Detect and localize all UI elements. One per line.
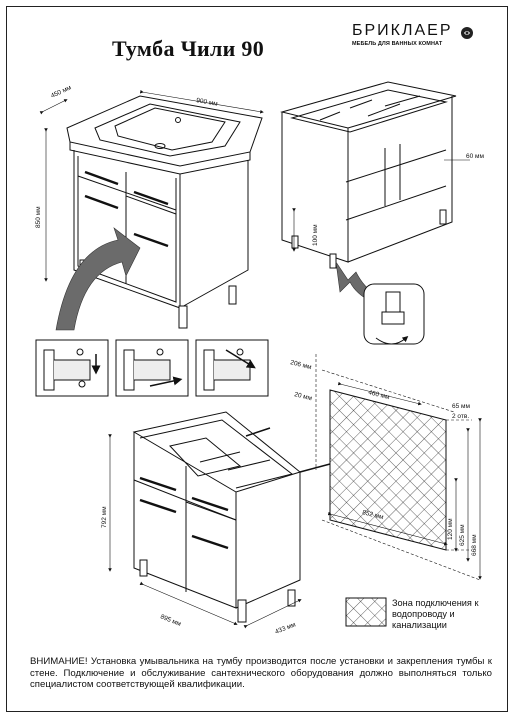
dim-433: 433 мм — [274, 621, 297, 636]
dim-holes-count: 2 отв. — [452, 413, 469, 420]
open-cabinet-drawing — [280, 81, 470, 269]
dim-206: 206 мм — [290, 359, 313, 371]
page-border — [6, 6, 508, 712]
brand-subtitle: МЕБЕЛЬ ДЛЯ ВАННЫХ КОМНАТ — [352, 41, 443, 47]
hinge-detail-3 — [195, 339, 269, 397]
page-title: Тумба Чили 90 — [112, 36, 265, 61]
dim-120: 120 мм — [447, 518, 454, 540]
hinge-detail-2 — [115, 339, 189, 397]
dim-100: 100 мм — [312, 224, 319, 246]
dim-450: 450 мм — [50, 84, 73, 100]
dim-850: 850 мм — [35, 206, 42, 228]
dim-900: 900 мм — [196, 97, 219, 108]
legend-hatch-swatch — [345, 597, 387, 627]
dim-625: 625 мм — [459, 524, 466, 546]
hinge-callout-arrow — [55, 227, 141, 331]
brand-logo: БРИКЛАЕР МЕБЕЛЬ ДЛЯ ВАННЫХ КОМНАТ — [352, 22, 492, 47]
dim-20: 20 мм — [294, 391, 314, 402]
vanity-with-sink-drawing — [39, 89, 264, 329]
dim-60: 60 мм — [466, 153, 485, 160]
dim-65: 65 мм — [452, 403, 471, 410]
warning-notice: ВНИМАНИЕ! Установка умывальника на тумбу… — [30, 656, 492, 690]
legend-label: Зона подключения к водопроводу и канализ… — [392, 598, 479, 631]
hinge-detail-1 — [35, 339, 109, 397]
dim-792: 792 мм — [101, 506, 108, 528]
brand-name: БРИКЛАЕР — [352, 22, 453, 39]
leg-adjust-detail — [363, 283, 425, 345]
rose-icon — [461, 27, 473, 39]
dim-668: 668 мм — [471, 534, 478, 556]
dim-895: 895 мм — [159, 613, 182, 628]
dim-460: 460 мм — [368, 389, 391, 401]
wall-mount-drawing — [108, 354, 482, 629]
